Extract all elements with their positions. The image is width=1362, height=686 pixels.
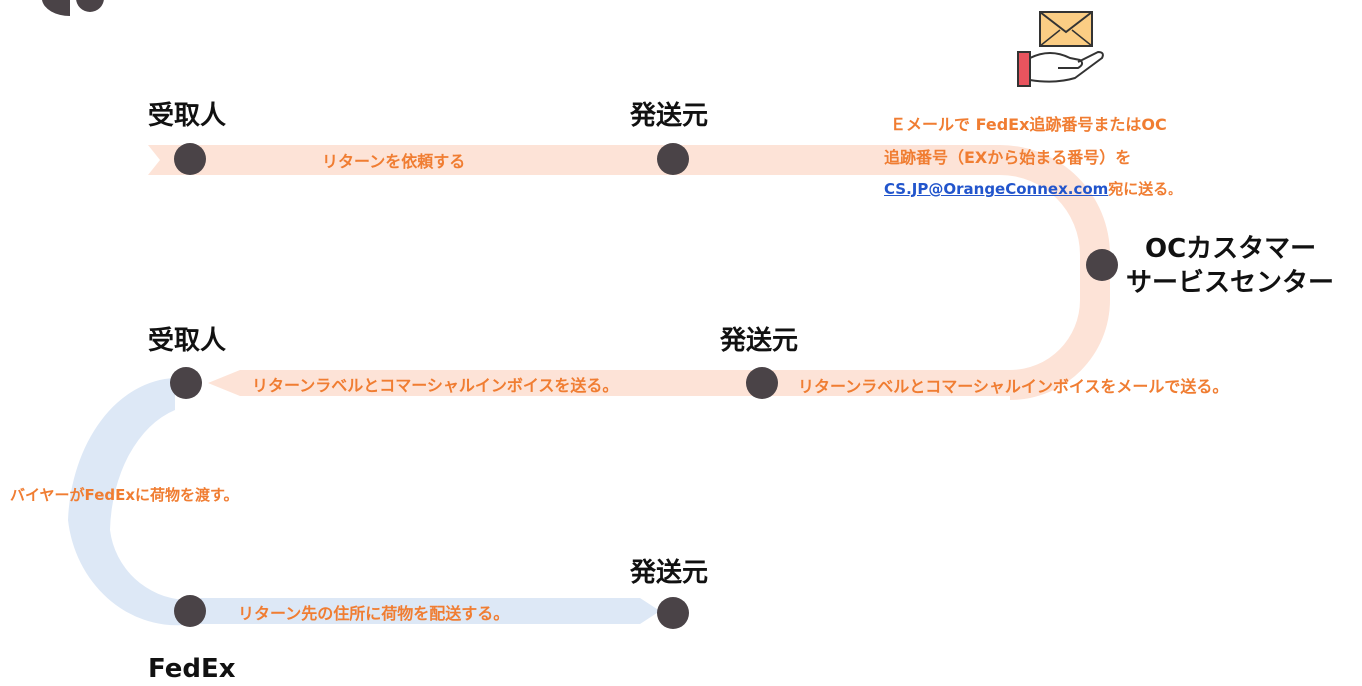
row2-right-step-label: リターンラベルとコマーシャルインボイスをメールで送る。 (798, 377, 1229, 396)
flow-row1-band (148, 145, 1110, 255)
row1-sender-title: 発送元 (630, 101, 709, 131)
row1-recipient-title: 受取人 (148, 101, 227, 131)
flow-row3-band (185, 598, 660, 624)
email-instruction-line2: 追跡番号（EXから始まる番号）を (884, 148, 1132, 167)
flow-row2-band (208, 370, 1010, 396)
email-instruction-line1: Ｅメールで FedEx追跡番号またはOC (890, 115, 1167, 134)
service-center-title-line1: OCカスタマー (1145, 234, 1317, 264)
email-instruction-line3: CS.JP@OrangeConnex.com宛に送る。 (884, 176, 1180, 203)
flow-right-curve (1010, 255, 1110, 400)
row2-left-step-label: リターンラベルとコマーシャルインボイスを送る。 (252, 376, 619, 395)
row2-sender-node (746, 367, 778, 399)
row2-sender-title: 発送元 (720, 326, 799, 356)
row1-sender-node (657, 143, 689, 175)
envelope-in-hand-icon (1017, 11, 1104, 87)
row1-step-label: リターンを依頼する (322, 152, 466, 171)
service-center-title-line2: サービスセンター (1126, 268, 1335, 298)
row2-recipient-title: 受取人 (148, 326, 227, 356)
flow-left-curve (68, 378, 185, 626)
email-instruction-suffix: 宛に送る (1108, 180, 1169, 198)
row1-recipient-node (174, 143, 206, 175)
row2-recipient-node (170, 367, 202, 399)
support-email-link[interactable]: CS.JP@OrangeConnex.com (884, 180, 1109, 198)
row3-sender-node (657, 597, 689, 629)
row3-fedex-title: FedEx (148, 654, 236, 684)
service-center-node (1086, 249, 1118, 281)
decorative-circle-icon (42, 0, 104, 17)
row3-fedex-node (174, 595, 206, 627)
row3-sender-title: 発送元 (630, 558, 709, 588)
buyer-handoff-label: バイヤーがFedExに荷物を渡す。 (10, 486, 239, 504)
email-instruction-end: 。 (1168, 183, 1181, 197)
row3-step-label: リターン先の住所に荷物を配送する。 (238, 604, 510, 623)
